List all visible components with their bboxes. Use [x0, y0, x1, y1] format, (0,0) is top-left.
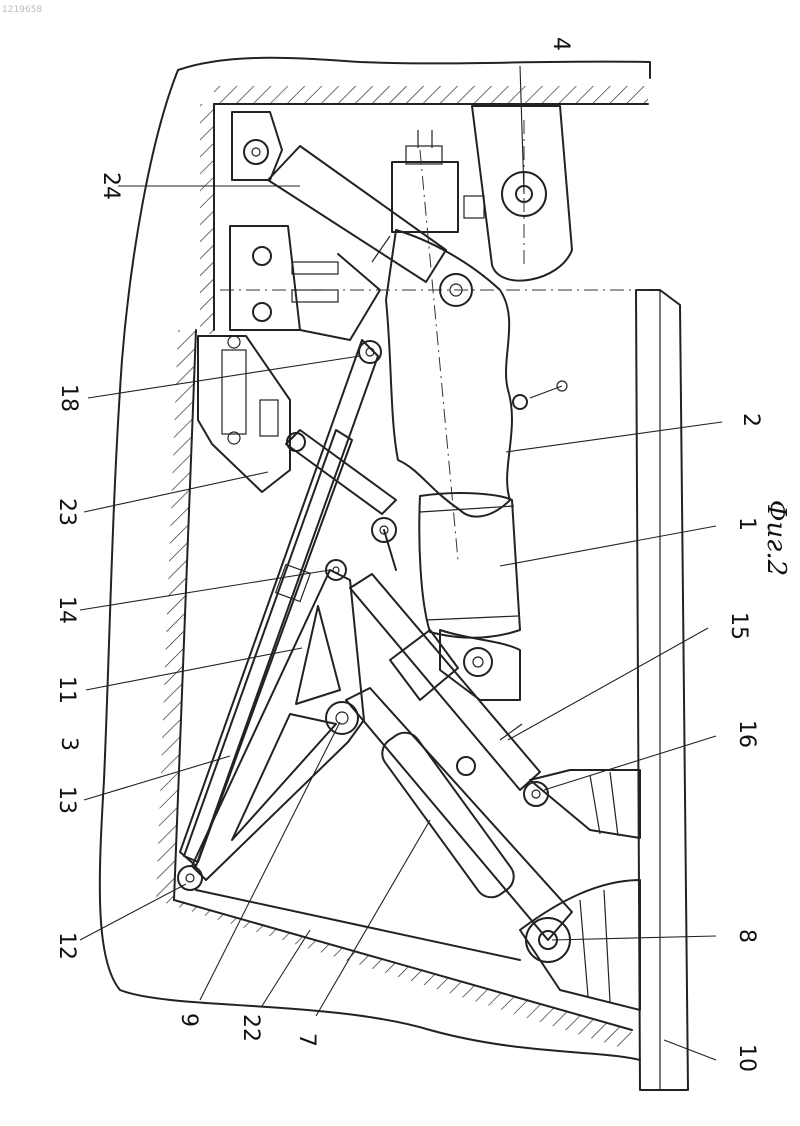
leader-11	[86, 648, 302, 690]
leader-1	[500, 526, 716, 566]
bracket-8-rib-1	[580, 900, 588, 996]
wall-hatch-left	[156, 330, 196, 900]
motor-side-block	[464, 196, 484, 218]
arm-7	[346, 688, 572, 940]
wall-bottom-edge	[174, 900, 632, 1030]
label-13: 13	[54, 786, 79, 814]
pivot-output-center	[473, 657, 483, 667]
mechanism-23-latch	[260, 400, 278, 436]
pivot-10	[326, 702, 358, 734]
base-beam-9	[636, 290, 688, 1090]
wall-hatch-left-upper	[200, 104, 214, 334]
leader-22	[262, 930, 310, 1006]
bracket-8-rib-2	[604, 890, 610, 1002]
frame-11-window-lower	[232, 714, 336, 840]
label-12: 12	[54, 932, 79, 960]
upper-bracket-block	[230, 226, 300, 330]
leader-7	[316, 820, 430, 1016]
leader-13	[84, 756, 230, 800]
bracket-16-rib-2	[610, 772, 618, 836]
pivot-24-center	[252, 148, 260, 156]
corner-number: 1219658	[2, 5, 42, 15]
label-23: 23	[54, 498, 79, 526]
motor-box	[392, 162, 458, 232]
label-7: 7	[294, 1033, 319, 1047]
output-arm	[440, 630, 520, 700]
label-16: 16	[734, 720, 759, 748]
pivot-12-center	[186, 874, 194, 882]
upper-bracket-hole-2	[253, 303, 271, 321]
body-axis	[420, 150, 458, 560]
label-18: 18	[56, 384, 81, 412]
wall-hatch-top	[214, 86, 648, 104]
pivot-16-center	[532, 790, 540, 798]
leader-10	[200, 722, 340, 1000]
pivot-15-mid	[457, 757, 475, 775]
leader-4	[520, 66, 524, 194]
leader-12	[80, 884, 186, 940]
label-2: 2	[738, 413, 763, 427]
label-22: 22	[238, 1014, 263, 1042]
leader-15	[508, 628, 708, 740]
pivot-body-side	[513, 395, 527, 409]
mechanism-23-top-pin	[228, 336, 240, 348]
bracket-8	[520, 880, 640, 1010]
mechanism-23	[198, 336, 290, 492]
leader-9	[664, 1040, 716, 1060]
body-2	[386, 230, 512, 517]
frame-11-window-upper	[296, 606, 340, 704]
bracket-16-rib-1	[590, 775, 600, 834]
gearbox-rib-2	[426, 616, 518, 620]
pivot-10-center	[336, 712, 348, 724]
label-8: 8	[734, 929, 759, 943]
upper-bracket-hole-1	[253, 247, 271, 265]
label-4: 4	[548, 37, 573, 51]
leader-8	[552, 936, 716, 940]
label-11: 11	[54, 676, 79, 704]
label-9: 10	[734, 1044, 759, 1072]
label-24: 24	[98, 172, 123, 200]
pivot-output	[464, 648, 492, 676]
label-15: 15	[726, 612, 751, 640]
bracket-24	[232, 112, 282, 180]
label-3: 3	[56, 737, 81, 751]
rod-13	[184, 430, 352, 862]
leader-18	[88, 356, 360, 398]
upper-bracket-spring-2	[292, 290, 338, 302]
upper-bracket-link	[300, 254, 380, 340]
upper-bracket-spring-1	[292, 262, 338, 274]
label-10: 9	[176, 1013, 201, 1027]
pivot-18-top	[359, 341, 381, 363]
arm-7-slot	[376, 726, 520, 903]
pivot-24	[244, 140, 268, 164]
cylinder-15-body	[390, 630, 458, 700]
leader-2	[506, 422, 722, 452]
leader-16	[544, 736, 716, 790]
mechanism-23-slot	[222, 350, 246, 434]
figure-caption: Фиг.2	[761, 500, 791, 576]
label-1: 1	[734, 517, 759, 531]
bracket-16	[530, 770, 640, 838]
cylinder-15	[350, 574, 540, 790]
label-14: 14	[54, 596, 79, 624]
